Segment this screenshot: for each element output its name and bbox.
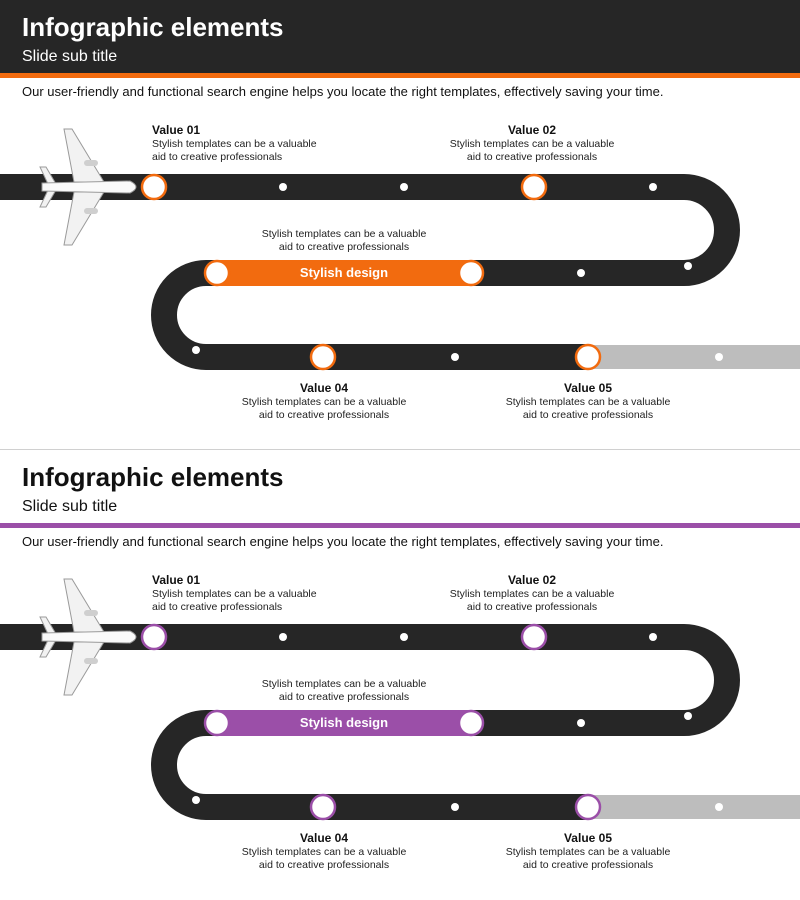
- band-label: Stylish design: [299, 265, 389, 280]
- milestone-band-end: [457, 259, 485, 287]
- value-title: Value 01: [152, 123, 201, 137]
- value-text-line: Stylish templates can be a valuable: [152, 138, 317, 150]
- value-title: Value 02: [507, 123, 557, 137]
- milestone-value-04: [309, 793, 337, 821]
- value-text-line: aid to creative professionals: [522, 409, 654, 421]
- middle-text-line: aid to creative professionals: [278, 691, 410, 703]
- slide-description: Our user-friendly and functional search …: [22, 84, 664, 99]
- slide-2: Infographic elements Slide sub title Our…: [0, 450, 800, 900]
- value-text-line: aid to creative professionals: [258, 859, 390, 871]
- milestone-value-01: [140, 173, 168, 201]
- road-dots: [192, 633, 723, 811]
- value-text-line: Stylish templates can be a valuable: [241, 846, 407, 858]
- milestone-value-02: [520, 173, 548, 201]
- milestone-band-start: [203, 709, 231, 737]
- middle-text-line: aid to creative professionals: [278, 241, 410, 253]
- header-accent-line: [0, 523, 800, 528]
- value-05-label: Value 05 Stylish templates can be a valu…: [488, 831, 688, 872]
- value-05-label: Value 05 Stylish templates can be a valu…: [488, 381, 688, 422]
- slide-subtitle: Slide sub title: [22, 48, 118, 65]
- milestone-value-02: [520, 623, 548, 651]
- road-graphic: [0, 128, 800, 371]
- value-text-line: aid to creative professionals: [522, 859, 654, 871]
- value-text-line: Stylish templates can be a valuable: [449, 138, 615, 150]
- milestone-markers: [140, 623, 602, 821]
- header-bar: [0, 0, 800, 73]
- value-text-line: aid to creative professionals: [152, 601, 283, 613]
- middle-text-line: Stylish templates can be a valuable: [261, 228, 427, 240]
- value-text-line: Stylish templates can be a valuable: [241, 396, 407, 408]
- middle-text-line: Stylish templates can be a valuable: [261, 678, 427, 690]
- value-01-label: Value 01 Stylish templates can be a valu…: [152, 573, 352, 614]
- milestone-band-start: [203, 259, 231, 287]
- value-04-label: Value 04 Stylish templates can be a valu…: [224, 831, 424, 872]
- milestone-markers: [140, 173, 602, 371]
- value-title: Value 04: [299, 831, 349, 845]
- middle-text: Stylish templates can be a valuable aid …: [244, 228, 444, 254]
- value-04-label: Value 04 Stylish templates can be a valu…: [224, 381, 424, 422]
- value-title: Value 05: [563, 831, 613, 845]
- value-text-line: aid to creative professionals: [258, 409, 390, 421]
- value-text-line: Stylish templates can be a valuable: [449, 588, 615, 600]
- slide-1: Infographic elements Slide sub title Our…: [0, 0, 800, 450]
- slide-title: Infographic elements: [22, 462, 284, 492]
- milestone-value-04: [309, 343, 337, 371]
- value-01-label: Value 01 Stylish templates can be a valu…: [152, 123, 352, 164]
- slide-description: Our user-friendly and functional search …: [22, 534, 664, 549]
- milestone-value-05: [574, 343, 602, 371]
- value-text-line: aid to creative professionals: [466, 601, 598, 613]
- value-text-line: Stylish templates can be a valuable: [505, 846, 671, 858]
- value-text-line: aid to creative professionals: [152, 151, 283, 163]
- band-label: Stylish design: [299, 715, 389, 730]
- value-title: Value 05: [563, 381, 613, 395]
- value-title: Value 02: [507, 573, 557, 587]
- road-dots: [192, 183, 723, 361]
- airplane-icon: [39, 128, 137, 246]
- road-graphic: [0, 578, 800, 821]
- slide-title: Infographic elements: [22, 12, 284, 42]
- value-text-line: Stylish templates can be a valuable: [505, 396, 671, 408]
- header-accent-line: [0, 73, 800, 78]
- airplane-icon: [39, 578, 137, 696]
- value-text-line: aid to creative professionals: [466, 151, 598, 163]
- milestone-value-05: [574, 793, 602, 821]
- value-title: Value 01: [152, 573, 201, 587]
- slide-subtitle: Slide sub title: [22, 498, 118, 515]
- value-02-label: Value 02 Stylish templates can be a valu…: [432, 573, 632, 614]
- milestone-value-01: [140, 623, 168, 651]
- value-text-line: Stylish templates can be a valuable: [152, 588, 317, 600]
- value-02-label: Value 02 Stylish templates can be a valu…: [432, 123, 632, 164]
- milestone-band-end: [457, 709, 485, 737]
- value-title: Value 04: [299, 381, 349, 395]
- middle-text: Stylish templates can be a valuable aid …: [244, 678, 444, 704]
